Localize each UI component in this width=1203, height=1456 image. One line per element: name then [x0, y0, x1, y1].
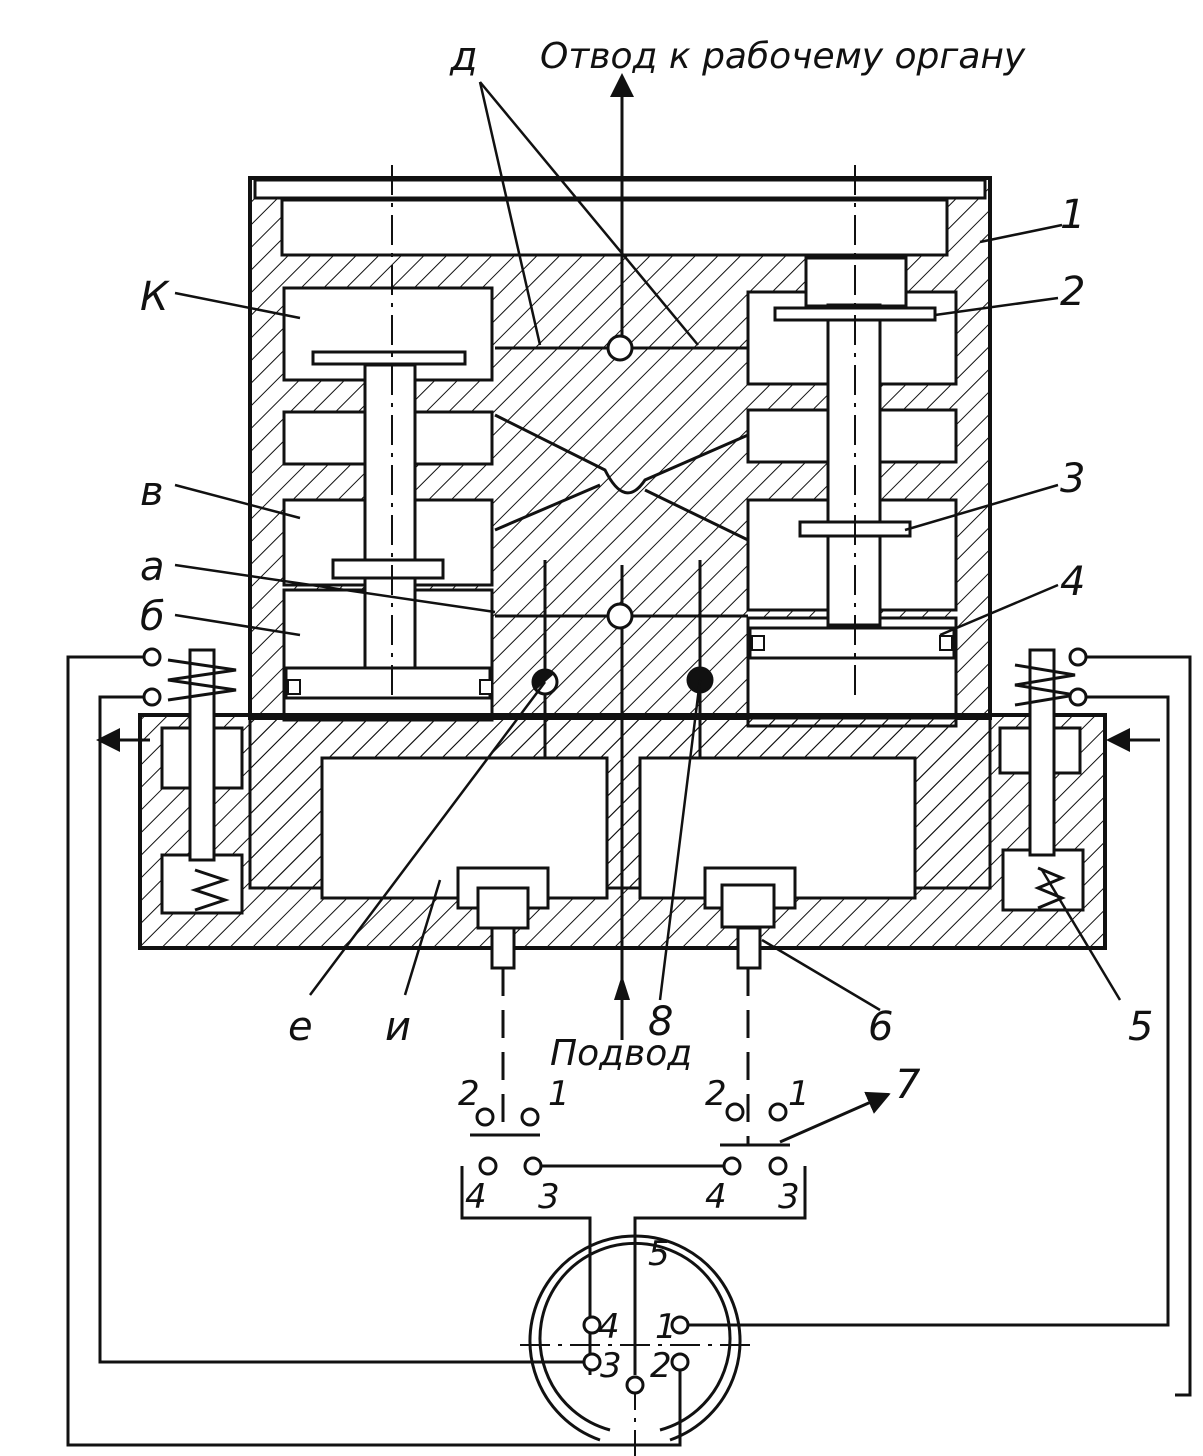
- pin-4: 4: [598, 1307, 620, 1347]
- label-b: б: [140, 594, 165, 640]
- label-d: д: [449, 34, 478, 80]
- sw-left-1: 1: [548, 1074, 570, 1114]
- springs: [167, 658, 1076, 912]
- sw-right-3: 3: [778, 1177, 800, 1217]
- sw-left-2: 2: [458, 1074, 480, 1114]
- label-a: а: [140, 544, 165, 590]
- pin-2: 2: [650, 1346, 672, 1386]
- label-5: 5: [1128, 1004, 1153, 1050]
- sw-left-3: 3: [538, 1177, 560, 1217]
- outlet-label: Отвод к рабочему органу: [540, 36, 1026, 77]
- lower-base: [138, 648, 1107, 970]
- connector-plug: [520, 1230, 750, 1456]
- sw-right-4: 4: [705, 1177, 727, 1217]
- check-ball-e-fill: [532, 669, 554, 690]
- label-e: е: [288, 1004, 313, 1050]
- sw-left-4: 4: [465, 1177, 487, 1217]
- wire-terminals: [142, 647, 1088, 707]
- inlet-label: Подвод: [550, 1033, 692, 1074]
- left-cylinder: [282, 165, 494, 722]
- label-6: 6: [868, 1004, 893, 1050]
- switch-contacts: [470, 1102, 790, 1176]
- pin-5: 5: [648, 1234, 670, 1274]
- sw-right-1: 1: [788, 1074, 810, 1114]
- label-v: в: [140, 469, 164, 515]
- leader-lines: [174, 81, 1122, 1012]
- dashed-links: [501, 968, 750, 1145]
- label-4: 4: [1060, 559, 1085, 605]
- label-3: 3: [1060, 456, 1085, 502]
- inlet-junction: [606, 602, 634, 630]
- label-i: и: [385, 1004, 411, 1050]
- wiring: [66, 655, 1192, 1447]
- label-7: 7: [895, 1062, 921, 1108]
- label-2: 2: [1060, 269, 1085, 315]
- pin-3: 3: [600, 1346, 622, 1386]
- outlet-junction: [606, 334, 634, 362]
- sw-right-2: 2: [705, 1074, 727, 1114]
- right-cylinder: [746, 165, 958, 728]
- label-1: 1: [1060, 192, 1085, 238]
- label-8: 8: [648, 999, 673, 1045]
- leader-7: [779, 1091, 891, 1144]
- pin-1: 1: [655, 1307, 677, 1347]
- label-K: К: [140, 274, 170, 320]
